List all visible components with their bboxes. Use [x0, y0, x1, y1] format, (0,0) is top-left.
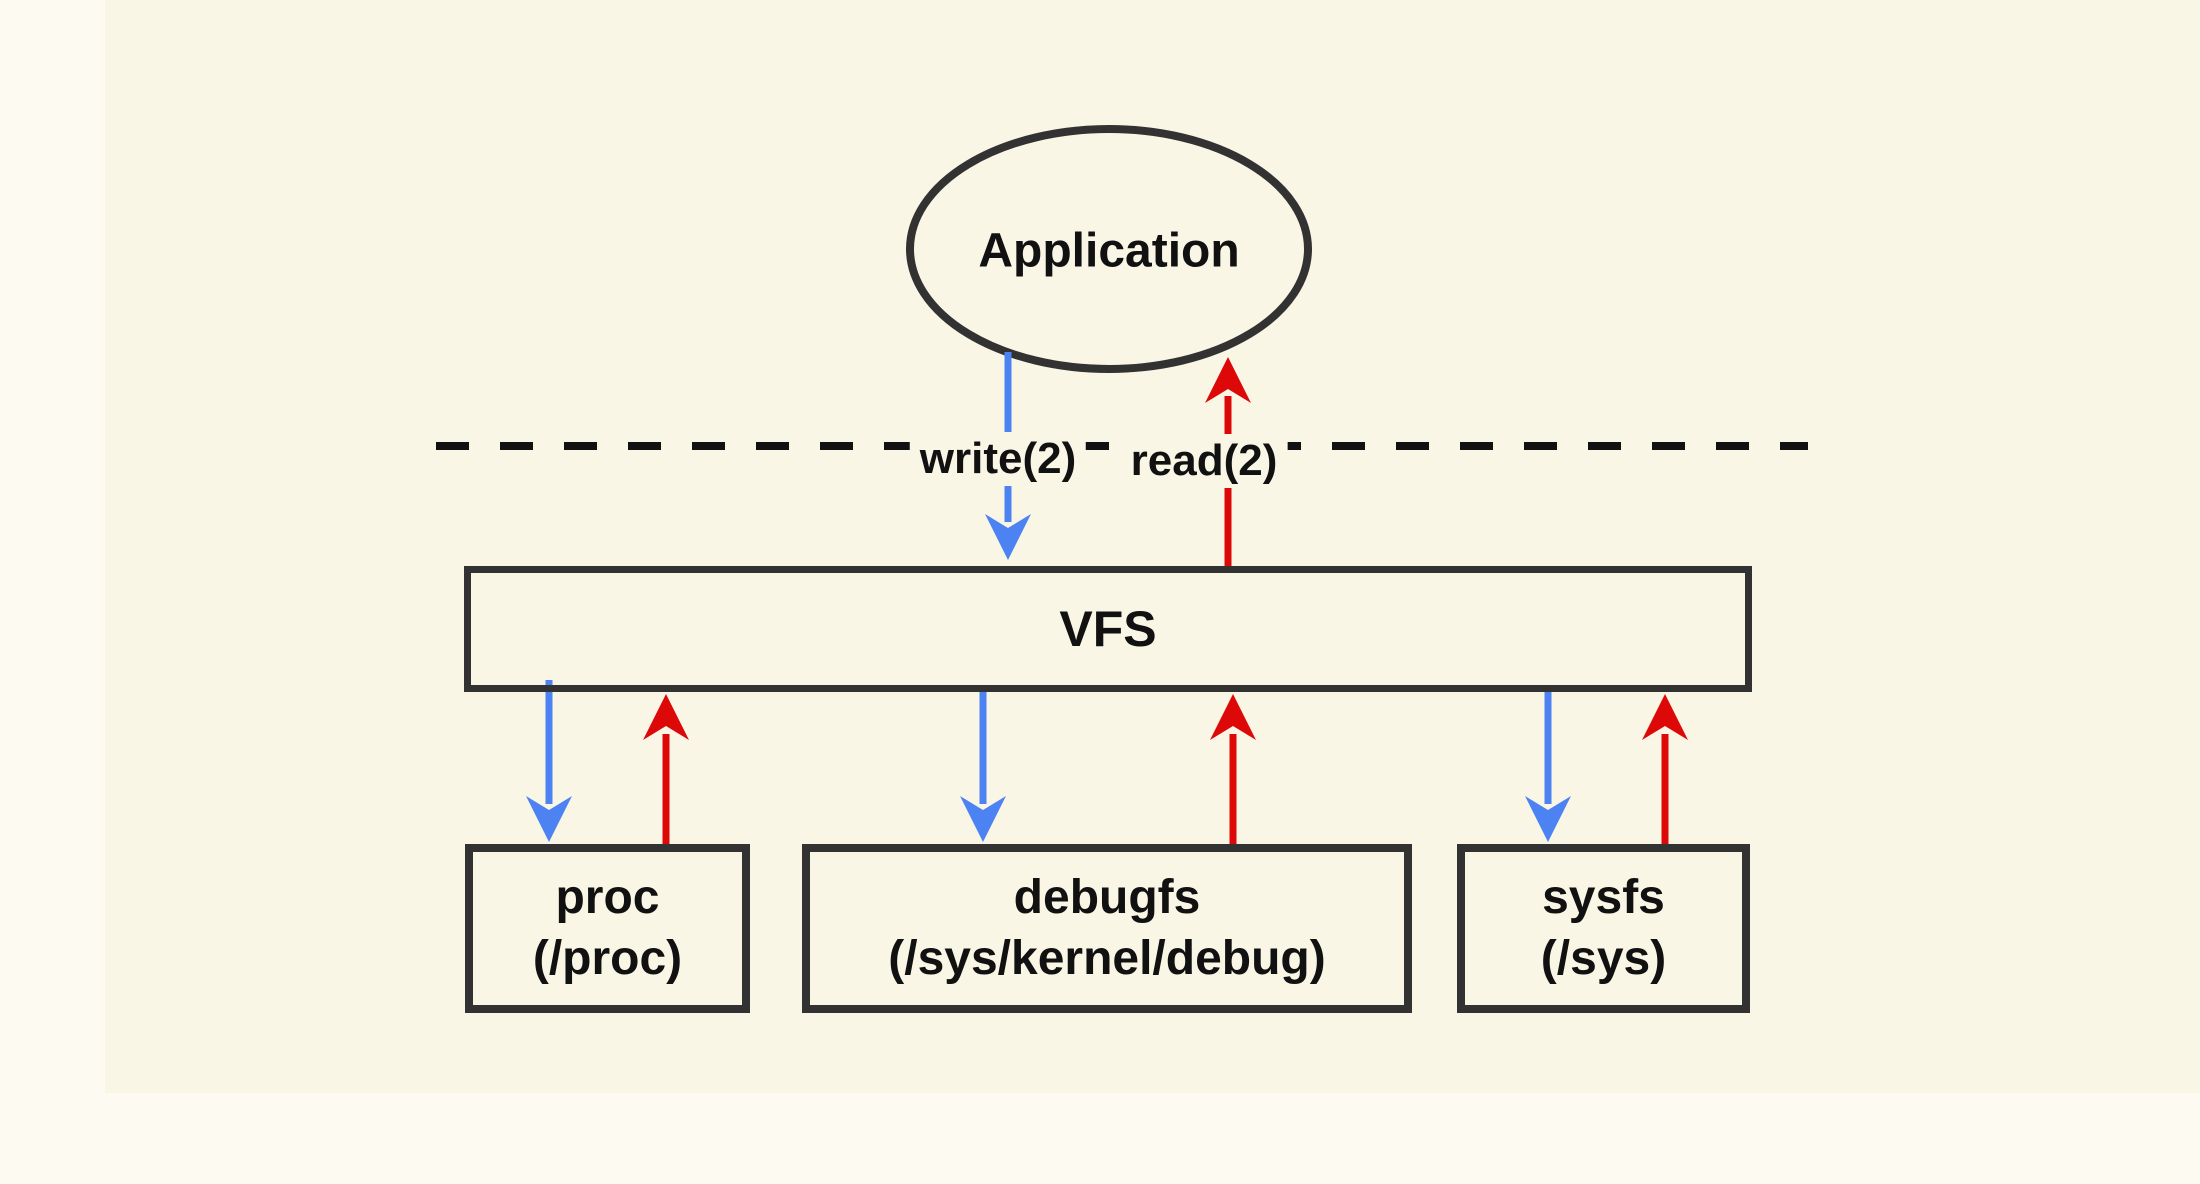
read-arrow-proc [643, 694, 689, 846]
proc-path: (/proc) [532, 931, 683, 985]
read-syscall-label: read(2) [1120, 434, 1288, 488]
write-arrow-sysfs [1525, 688, 1571, 842]
proc-box: proc (/proc) [465, 844, 750, 1013]
application-label: Application [978, 224, 1240, 278]
bottom-margin-strip [0, 1093, 2200, 1184]
read-arrow-sysfs [1642, 694, 1688, 846]
debugfs-path: (/sys/kernel/debug) [888, 931, 1326, 985]
debugfs-name: debugfs [1013, 871, 1201, 925]
read-arrow-debugfs [1210, 694, 1256, 846]
sysfs-box: sysfs (/sys) [1457, 844, 1750, 1013]
vfs-box: VFS [464, 566, 1752, 692]
sysfs-path: (/sys) [1540, 931, 1667, 985]
proc-name: proc [555, 871, 660, 925]
debugfs-box: debugfs (/sys/kernel/debug) [802, 844, 1412, 1013]
vfs-label: VFS [1059, 601, 1157, 657]
write-syscall-label: write(2) [909, 432, 1087, 486]
left-margin-strip [0, 0, 105, 1184]
write-arrow-debugfs [960, 688, 1006, 842]
write-arrow-proc [526, 680, 572, 842]
application-ellipse [906, 125, 1312, 373]
sysfs-name: sysfs [1542, 871, 1665, 925]
